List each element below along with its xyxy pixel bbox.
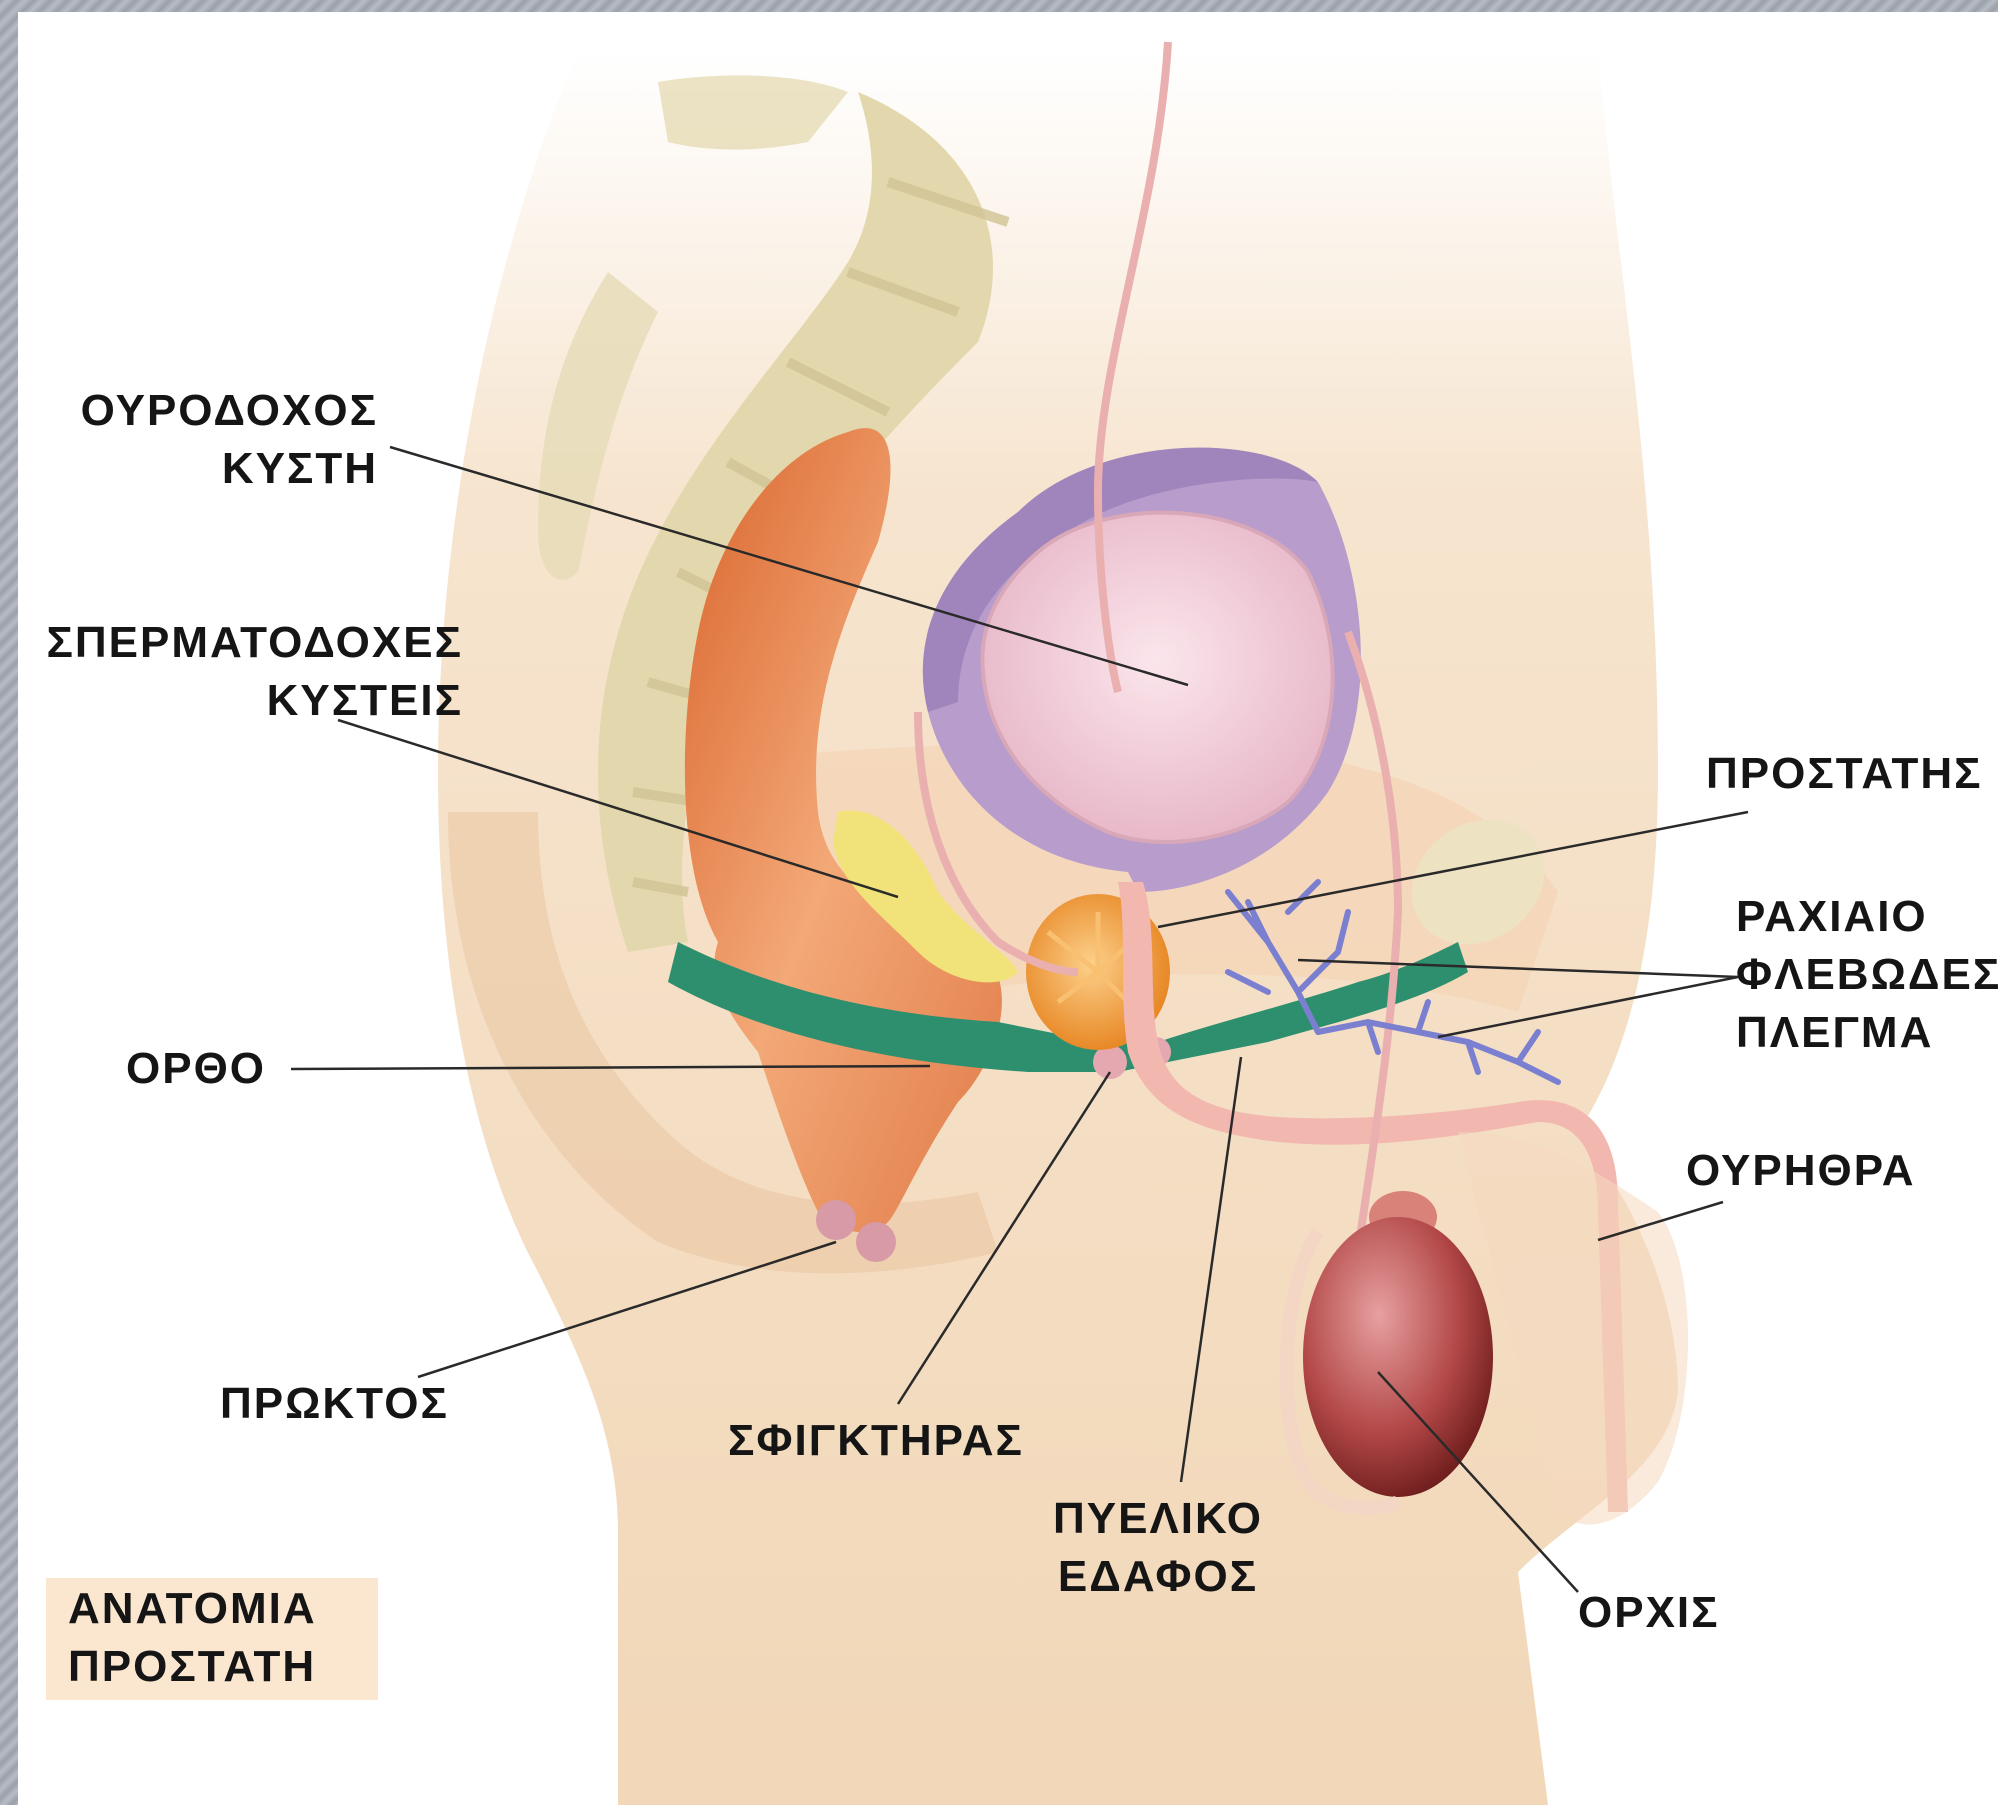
title-box: ΑΝΑΤΟΜΙΑ ΠΡΟΣΤΑΤΗ [46, 1578, 378, 1700]
label-pelvic-floor-line2: ΕΔΑΦΟΣ [1038, 1548, 1278, 1606]
label-pelvic-floor: ΠΥΕΛΙΚΟ ΕΔΑΦΟΣ [1038, 1490, 1278, 1606]
label-bladder: ΟΥΡΟΔΟΧΟΣ ΚΥΣΤΗ [58, 382, 378, 498]
figure-title: ΑΝΑΤΟΜΙΑ ΠΡΟΣΤΑΤΗ [68, 1580, 317, 1696]
figure-title-line1: ΑΝΑΤΟΜΙΑ [68, 1580, 317, 1638]
label-testis: ΟΡΧΙΣ [1578, 1584, 1720, 1642]
label-bladder-line1: ΟΥΡΟΔΟΧΟΣ [58, 382, 378, 440]
anal-sphincter-2 [856, 1222, 896, 1262]
label-pelvic-floor-line1: ΠΥΕΛΙΚΟ [1038, 1490, 1278, 1548]
label-prostate: ΠΡΟΣΤΑΤΗΣ [1706, 745, 1983, 803]
label-spinal-venous-plexus: ΡΑΧΙΑΙΟ ΦΛΕΒΩΔΕΣ ΠΛΕΓΜΑ [1736, 888, 1998, 1062]
label-plexus-line2: ΦΛΕΒΩΔΕΣ [1736, 946, 1998, 1004]
label-plexus-line1: ΡΑΧΙΑΙΟ [1736, 888, 1998, 946]
label-plexus-line3: ΠΛΕΓΜΑ [1736, 1004, 1998, 1062]
label-rectum: ΟΡΘΟ [126, 1040, 266, 1098]
label-sphincter: ΣΦΙΓΚΤΗΡΑΣ [728, 1412, 1024, 1470]
label-seminal-line1: ΣΠΕΡΜΑΤΟΔΟΧΕΣ [18, 614, 463, 672]
figure-title-line2: ΠΡΟΣΤΑΤΗ [68, 1638, 317, 1696]
anatomy-illustration [18, 12, 1998, 1805]
anal-sphincter-1 [816, 1200, 856, 1240]
testis [1303, 1217, 1493, 1497]
label-seminal-vesicles: ΣΠΕΡΜΑΤΟΔΟΧΕΣ ΚΥΣΤΕΙΣ [18, 614, 463, 730]
label-bladder-line2: ΚΥΣΤΗ [58, 440, 378, 498]
label-urethra: ΟΥΡΗΘΡΑ [1686, 1142, 1916, 1200]
anatomy-figure: ΟΥΡΟΔΟΧΟΣ ΚΥΣΤΗ ΣΠΕΡΜΑΤΟΔΟΧΕΣ ΚΥΣΤΕΙΣ ΟΡ… [18, 12, 1998, 1805]
label-seminal-line2: ΚΥΣΤΕΙΣ [18, 672, 463, 730]
label-anus: ΠΡΩΚΤΟΣ [220, 1375, 449, 1433]
